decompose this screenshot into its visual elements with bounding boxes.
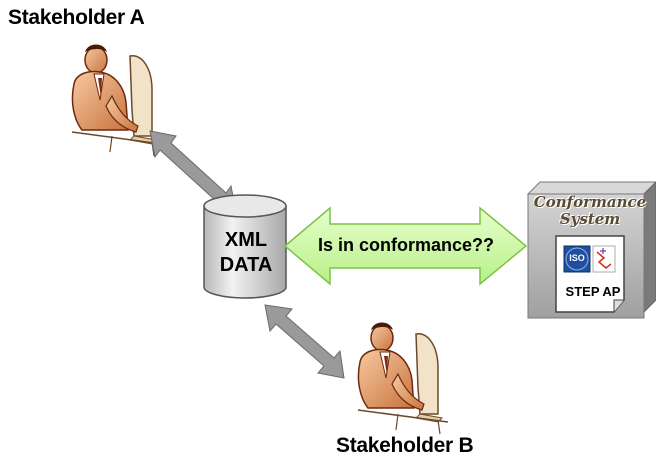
database-label-line1: XML <box>224 229 268 251</box>
conformance-double-arrow <box>283 206 528 286</box>
stakeholder-a-figure <box>71 44 163 157</box>
conformance-system-title-line2: System <box>559 210 621 228</box>
database-label-line2: DATA <box>219 254 273 276</box>
conformance-mark-icon <box>592 245 616 273</box>
stakeholder-b-figure <box>357 322 449 435</box>
xml-data-cylinder <box>203 194 287 299</box>
iso-logo-icon <box>563 245 591 273</box>
arrow-data-to-stakeholder-b <box>264 304 345 379</box>
iso-logo-text: ISO <box>569 253 585 263</box>
conformance-system-title: Conformance System <box>526 194 654 228</box>
stakeholder-b-label: Stakeholder B <box>336 434 474 457</box>
conformance-system-title-line1: Conformance <box>533 193 647 211</box>
conformance-question-label: Is in conformance?? <box>318 235 495 255</box>
step-ap-label: STEP AP <box>565 284 621 299</box>
stakeholder-a-label: Stakeholder A <box>8 6 145 29</box>
